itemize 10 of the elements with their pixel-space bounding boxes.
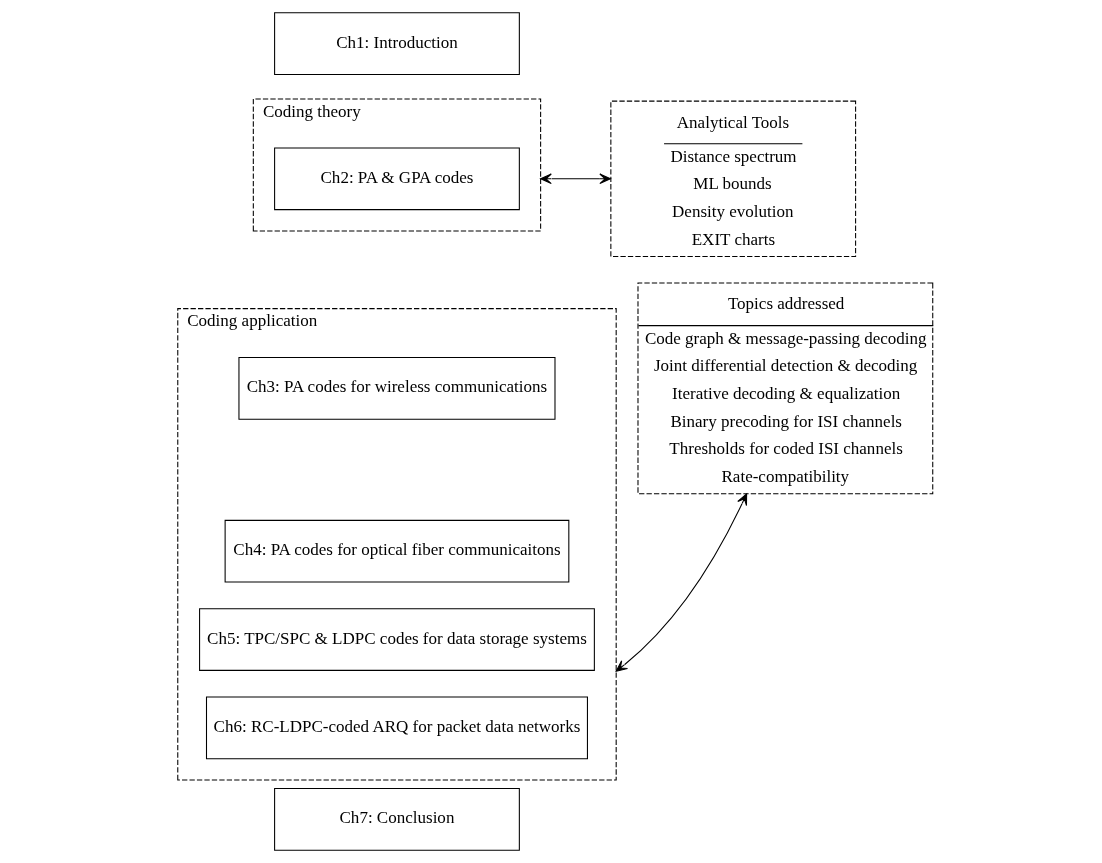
- arrow: [540, 173, 611, 185]
- node-box: Ch5: TPC/SPC & LDPC codes for data storage systems: [199, 608, 595, 671]
- arrow: [615, 493, 748, 672]
- node-box: Ch7: Conclusion: [274, 787, 520, 851]
- node-box: Ch3: PA codes for wireless communications: [238, 357, 556, 420]
- node-box: Ch4: PA codes for optical fiber communicaitons: [224, 519, 570, 583]
- node-box: Ch1: Introduction: [274, 12, 520, 76]
- node-box: Ch6: RC-LDPC-coded ARQ for packet data networks: [205, 696, 588, 760]
- node-box: Ch2: PA & GPA codes: [274, 147, 520, 211]
- node-box: Analytical Tools Distance spectrum ML bounds Density evolution EXIT charts: [610, 100, 857, 257]
